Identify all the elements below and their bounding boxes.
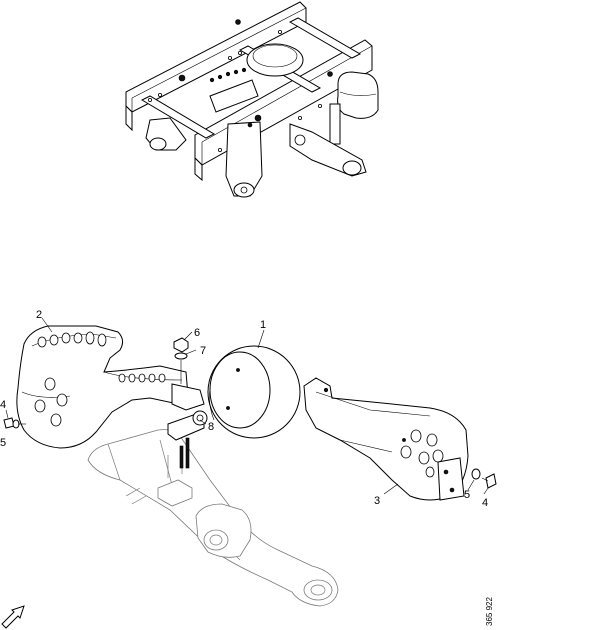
callout-1: 1	[260, 319, 266, 331]
callout-2: 2	[36, 309, 42, 321]
callout-5-right: 5	[464, 489, 470, 501]
callout-7: 7	[200, 345, 206, 357]
left-suspension-arm	[16, 325, 205, 449]
arm-holes-right	[400, 429, 444, 478]
stabiliser-link	[167, 410, 208, 469]
chassis-frame-overview	[125, 1, 379, 198]
crossmember-holes	[209, 67, 247, 83]
air-bellow	[207, 345, 301, 439]
arm-lightening-holes	[34, 331, 166, 427]
nut-and-washer	[173, 337, 189, 384]
callout-4-left: 4	[0, 399, 6, 411]
callout-3: 3	[374, 495, 380, 507]
right-bolt-washer	[471, 468, 497, 489]
callouts: 1 2 3 4 4 5 5 6 7 8	[0, 309, 488, 509]
leader-lines	[5, 317, 489, 495]
direction-arrow-icon	[1, 605, 25, 629]
axle-housing	[87, 429, 339, 607]
callout-4-right: 4	[482, 497, 488, 509]
callout-8: 8	[208, 421, 214, 433]
left-bolt-washer	[3, 417, 26, 429]
right-suspension-arm	[303, 377, 469, 501]
callout-5-left: 5	[0, 437, 6, 449]
drawing-reference-number: 365 922	[485, 597, 494, 626]
callout-6: 6	[194, 327, 200, 339]
